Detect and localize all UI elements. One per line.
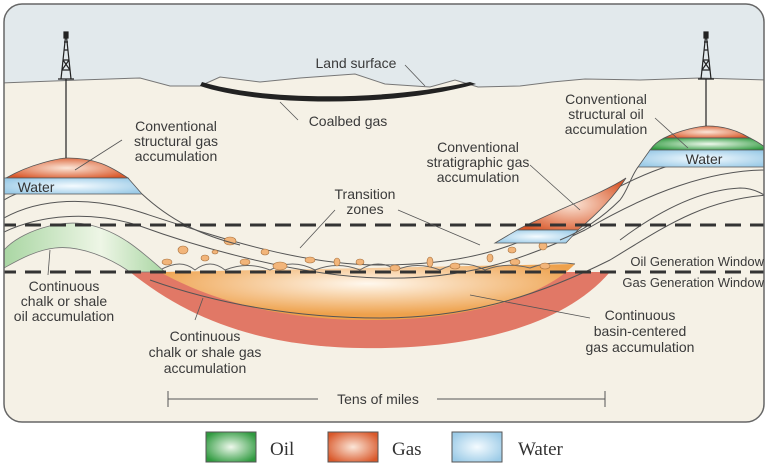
legend: Oil Gas Water — [205, 431, 564, 463]
svg-text:Continuous: Continuous — [605, 307, 676, 323]
svg-text:chalk or shale: chalk or shale — [21, 293, 108, 309]
legend-swatch-oil — [205, 431, 257, 463]
conv-structural-gas-label: Conventional structural gas accumulation — [134, 118, 218, 164]
conv-stratigraphic-gas-label: Conventional stratigraphic gas accumulat… — [427, 139, 530, 185]
land-surface-label: Land surface — [316, 55, 397, 71]
right-structural-oil — [649, 137, 764, 151]
transition-zone-blobs — [161, 236, 551, 272]
left-structural-gas — [4, 157, 130, 179]
svg-text:structural oil: structural oil — [568, 106, 643, 122]
scale-label: Tens of miles — [337, 391, 419, 407]
svg-text:structural gas: structural gas — [134, 133, 218, 149]
svg-text:stratigraphic gas: stratigraphic gas — [427, 154, 530, 170]
svg-text:Transition: Transition — [335, 186, 396, 202]
svg-text:zones: zones — [346, 201, 383, 217]
derrick-right-icon — [698, 31, 714, 126]
coalbed-gas-label: Coalbed gas — [309, 113, 388, 129]
coalbed-gas-seam — [200, 82, 476, 102]
water-label-right: Water — [686, 151, 723, 167]
ground — [4, 73, 764, 422]
legend-label-water: Water — [518, 439, 564, 460]
water-label-left: Water — [18, 179, 55, 195]
strat-gas-wedge — [516, 177, 627, 231]
svg-text:gas accumulation: gas accumulation — [586, 339, 695, 355]
right-trap-flank — [559, 166, 639, 241]
strat-water-wedge — [493, 229, 579, 244]
svg-text:accumulation: accumulation — [164, 360, 247, 376]
scale-bar — [167, 391, 606, 407]
svg-text:Conventional: Conventional — [135, 118, 217, 134]
cont-basin-gas-label: Continuous basin-centered gas accumulati… — [586, 307, 695, 355]
right-water — [637, 149, 764, 168]
frame-border — [3, 3, 765, 423]
svg-text:chalk or shale gas: chalk or shale gas — [149, 344, 262, 360]
derrick-left-icon — [58, 31, 74, 158]
svg-text:oil accumulation: oil accumulation — [14, 308, 114, 324]
svg-text:basin-centered: basin-centered — [594, 323, 687, 339]
diagram-frame — [4, 4, 764, 422]
cont-chalk-oil-label: Continuous chalk or shale oil accumulati… — [14, 278, 114, 324]
oil-generation-window-label: Oil Generation Window — [630, 254, 764, 269]
legend-label-gas: Gas — [392, 439, 422, 460]
svg-text:accumulation: accumulation — [135, 148, 218, 164]
transition-zones-label: Transition zones — [335, 186, 396, 217]
svg-text:Continuous: Continuous — [29, 278, 100, 294]
legend-swatch-water — [451, 431, 503, 463]
legend-swatch-gas — [327, 431, 379, 463]
conv-structural-oil-label: Conventional structural oil accumulation — [565, 91, 648, 137]
cont-chalk-gas-label: Continuous chalk or shale gas accumulati… — [149, 328, 262, 376]
right-structural-gas-cap — [663, 125, 752, 139]
svg-text:Conventional: Conventional — [565, 91, 647, 107]
legend-label-oil: Oil — [270, 439, 294, 460]
gas-generation-window-label: Gas Generation Window — [622, 275, 764, 290]
svg-text:accumulation: accumulation — [437, 169, 520, 185]
basin-centered-gas — [160, 264, 575, 320]
svg-text:Conventional: Conventional — [437, 139, 519, 155]
leader-lines — [47, 64, 689, 321]
svg-text:accumulation: accumulation — [565, 121, 648, 137]
basin-gas-top-edge — [159, 262, 576, 271]
svg-text:Continuous: Continuous — [170, 328, 241, 344]
